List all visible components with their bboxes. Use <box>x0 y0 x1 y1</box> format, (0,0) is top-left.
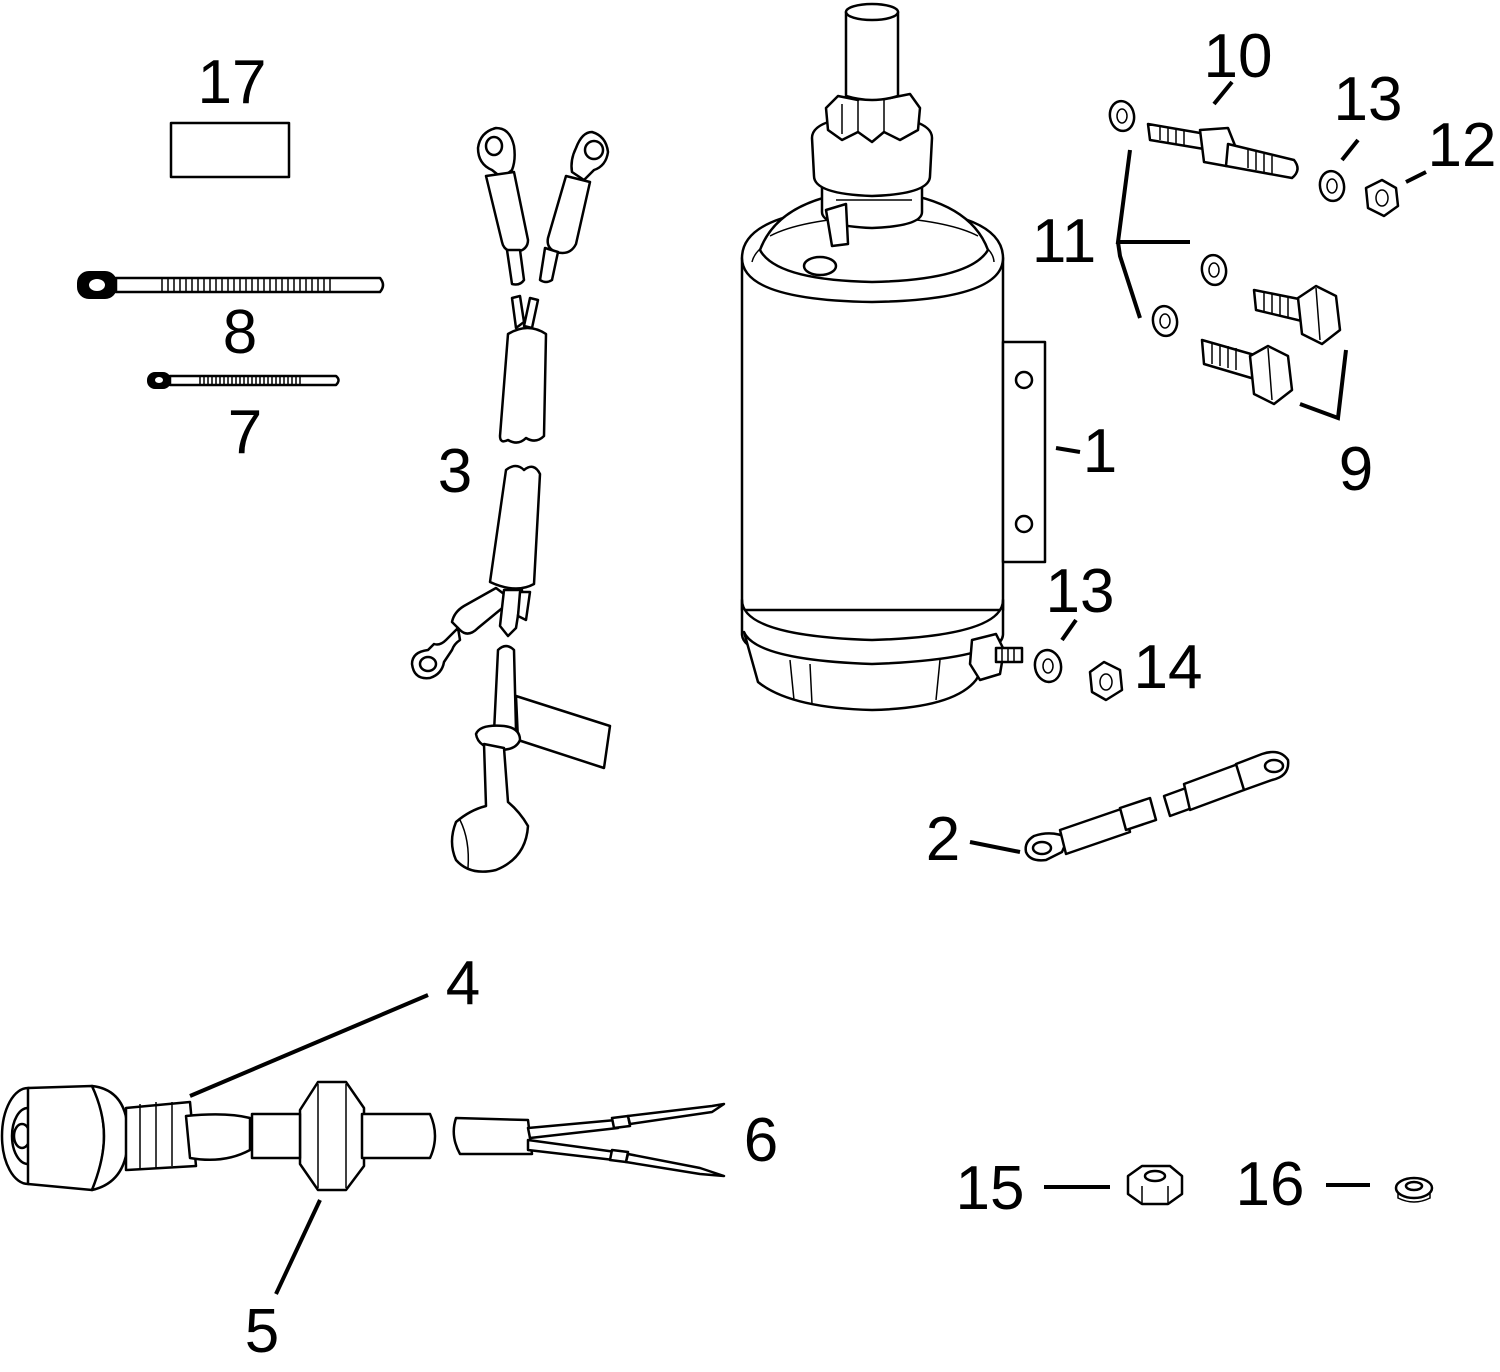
leader-2 <box>969 840 1021 854</box>
part-13-lock-washer-lower <box>1033 648 1063 684</box>
callout-13-upper: 13 <box>1334 65 1403 134</box>
part-9-bolts <box>1200 284 1342 406</box>
leader-11 <box>1115 149 1190 319</box>
callout-9: 9 <box>1339 435 1373 504</box>
leader-13-lower <box>1060 618 1078 642</box>
callout-17: 17 <box>198 48 267 117</box>
part-12-nut <box>1364 178 1400 218</box>
leader-4 <box>189 993 429 1098</box>
part-3-cable-harness <box>410 126 612 873</box>
leader-10 <box>1212 80 1234 106</box>
callout-10: 10 <box>1204 22 1273 91</box>
part-11-washers <box>1151 253 1228 338</box>
part-10-stud <box>1108 99 1299 180</box>
callout-15: 15 <box>956 1154 1025 1223</box>
callout-8: 8 <box>223 298 257 367</box>
leader-5 <box>274 1199 322 1295</box>
part-8-cable-tie-long <box>77 271 385 299</box>
part-17-label-plate <box>169 121 291 179</box>
part-13-lock-washer-upper <box>1318 169 1346 203</box>
callout-4: 4 <box>446 949 480 1018</box>
part-4-connector-plug <box>0 1084 252 1192</box>
callout-16: 16 <box>1236 1150 1305 1219</box>
leader-9 <box>1299 349 1348 421</box>
leader-1 <box>1055 446 1081 454</box>
part-7-cable-tie-short <box>147 372 340 389</box>
callout-12: 12 <box>1428 111 1497 180</box>
callout-7: 7 <box>228 398 262 467</box>
part-5-jam-nut <box>250 1080 437 1192</box>
callout-1: 1 <box>1083 417 1117 486</box>
leader-13-upper <box>1340 138 1360 162</box>
part-14-nut <box>1088 660 1124 702</box>
callout-6: 6 <box>744 1106 778 1175</box>
callout-11: 11 <box>1032 207 1096 276</box>
callout-13-lower: 13 <box>1046 557 1115 626</box>
leader-12 <box>1405 170 1427 184</box>
part-15-hex-nut <box>1126 1164 1184 1206</box>
callout-14: 14 <box>1134 633 1203 702</box>
callout-3: 3 <box>438 437 472 506</box>
callout-5: 5 <box>245 1297 279 1366</box>
part-1-starter-motor <box>740 2 1047 712</box>
part-6-wire-leads <box>452 1102 726 1178</box>
part-2-battery-cable <box>1024 750 1290 862</box>
part-16-lock-washer <box>1394 1176 1434 1203</box>
callout-2: 2 <box>926 805 960 874</box>
